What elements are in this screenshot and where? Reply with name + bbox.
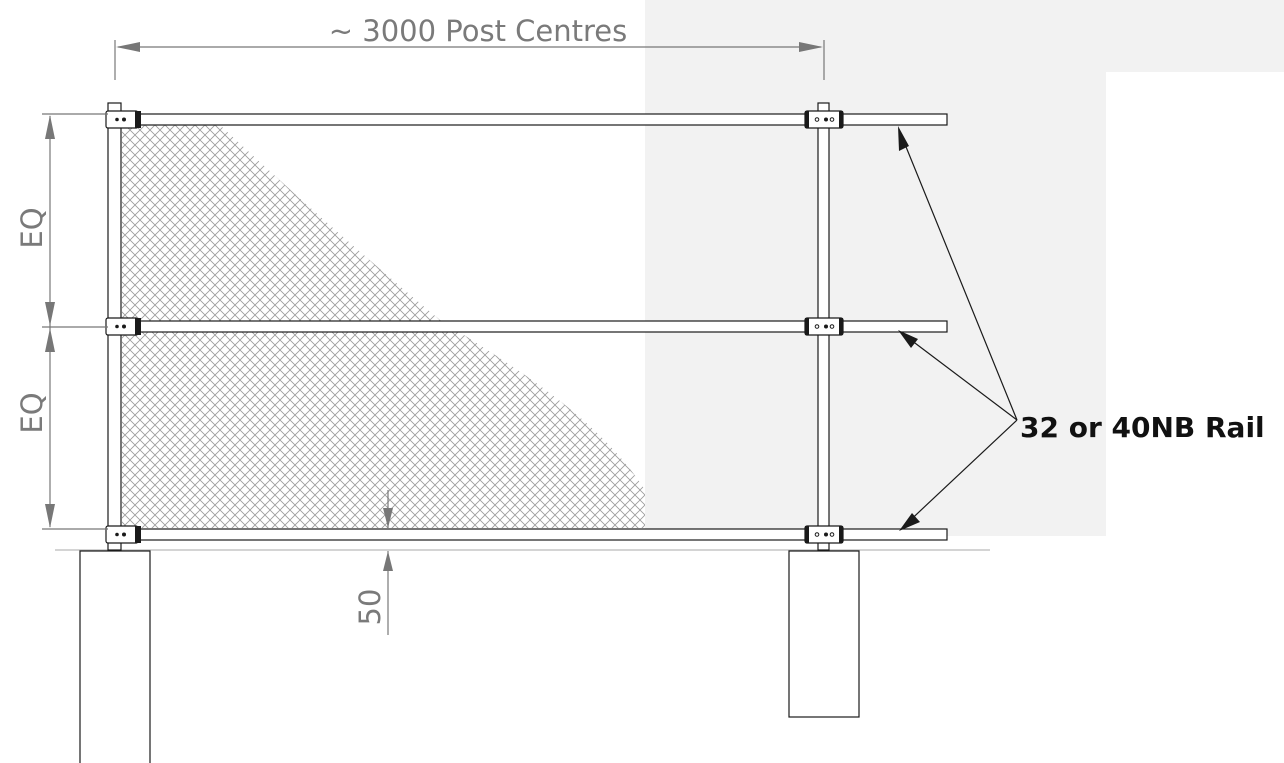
eq-dimension [42,113,108,530]
clearance-label: 50 [353,589,387,626]
left-clamp-middle [105,317,141,336]
left-footing [79,550,151,763]
eq-lower-label: EQ [15,392,49,433]
clearance-dimension [383,490,393,635]
eq-upper-label: EQ [15,207,49,248]
right-footing [788,550,860,718]
right-clamp-top [804,110,844,129]
left-clamp-top [105,110,141,129]
shaded-background [645,0,1284,536]
post-centres-label: ~ 3000 Post Centres [329,14,628,48]
rail-callout-leaders [898,126,1018,531]
left-clamp-bottom [105,525,141,544]
rail-callout-label: 32 or 40NB Rail [1020,411,1265,444]
post-centres-dimension [114,40,825,80]
right-clamp-bottom [804,525,844,544]
right-clamp-middle [804,317,844,336]
